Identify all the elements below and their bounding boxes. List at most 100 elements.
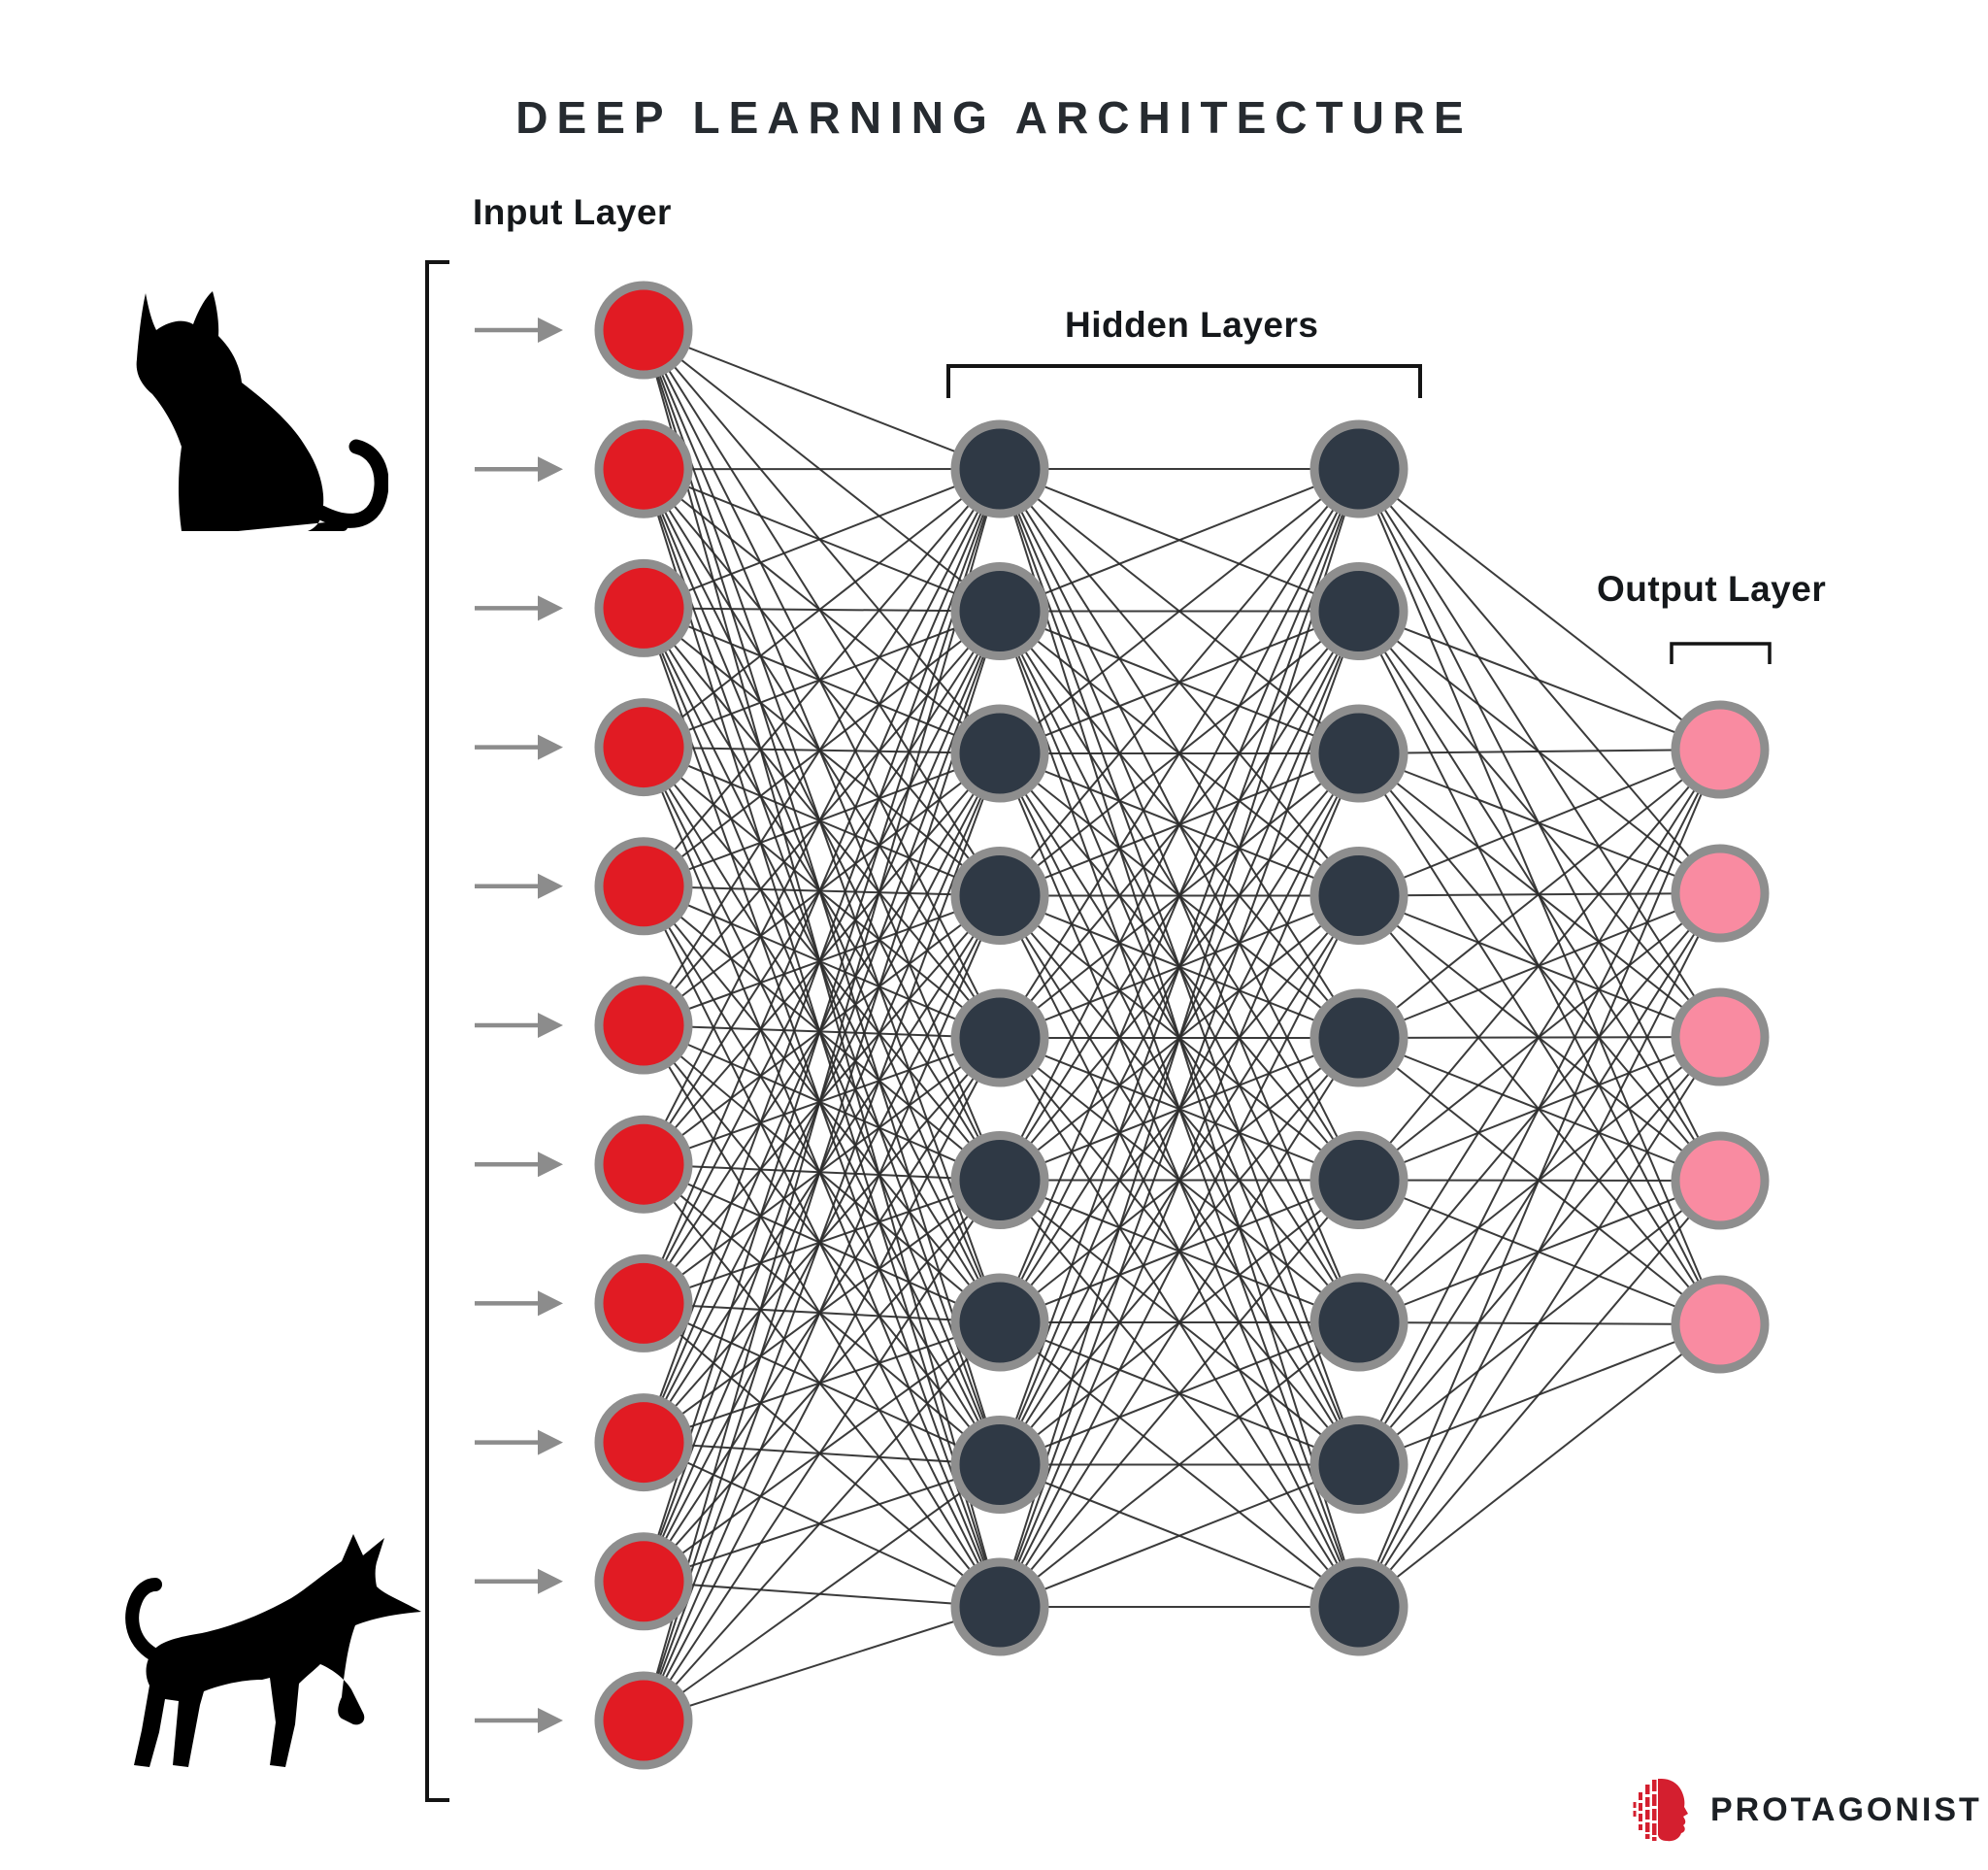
hidden-layer-1-node-9 bbox=[950, 1557, 1049, 1656]
connection-line bbox=[643, 468, 1001, 1583]
connection-line bbox=[643, 1179, 1001, 1721]
arrow-head bbox=[538, 1708, 563, 1733]
connection-line bbox=[643, 468, 1001, 1304]
connection-line bbox=[999, 468, 1360, 1608]
hidden-layer-2 bbox=[1309, 419, 1408, 1656]
arrow-head bbox=[538, 1429, 563, 1455]
hidden-layers-bracket bbox=[946, 364, 1422, 398]
connection-line bbox=[643, 1463, 1001, 1721]
connection-line bbox=[643, 746, 1001, 1182]
connection-line bbox=[1358, 749, 1721, 1608]
input-span-bracket bbox=[425, 260, 449, 1802]
connection-line bbox=[643, 607, 1001, 897]
connection-line bbox=[1358, 1323, 1721, 1608]
connection-line bbox=[1358, 1180, 1721, 1608]
connection-line bbox=[643, 895, 1001, 1721]
connection-line bbox=[643, 1606, 1001, 1721]
connection-line bbox=[1358, 749, 1721, 1039]
connection-line bbox=[643, 468, 1001, 754]
output-layer-label: Output Layer bbox=[1597, 569, 1827, 609]
connection-line bbox=[643, 752, 1001, 1721]
page-title: DEEP LEARNING ARCHITECTURE bbox=[515, 92, 1473, 143]
connection-line bbox=[1358, 749, 1721, 897]
hidden-layer-2-node-8 bbox=[1309, 1416, 1408, 1514]
logo-bars bbox=[1633, 1780, 1657, 1841]
arrow-head bbox=[538, 873, 563, 899]
connection-line bbox=[999, 1321, 1360, 1608]
connection-line bbox=[643, 885, 1001, 1608]
input-layer-node-5 bbox=[594, 837, 693, 936]
hidden-layers-label: Hidden Layers bbox=[1065, 305, 1319, 345]
hidden-layer-1-node-8 bbox=[950, 1416, 1049, 1514]
input-layer-node-7 bbox=[594, 1115, 693, 1214]
arrow-head bbox=[538, 1568, 563, 1594]
connection-line bbox=[643, 607, 1001, 1039]
arrow-head bbox=[538, 456, 563, 483]
hidden-layer-1-node-2 bbox=[950, 562, 1049, 660]
output-layer-node-2 bbox=[1671, 844, 1770, 943]
connection-line bbox=[643, 607, 1001, 1182]
connection-line bbox=[999, 895, 1360, 1608]
connection-line bbox=[999, 468, 1360, 1039]
connection-line bbox=[643, 468, 1001, 613]
input-arrow-7 bbox=[475, 1152, 563, 1178]
connection-line bbox=[643, 468, 1001, 1026]
input-arrows bbox=[475, 317, 563, 1733]
input-arrow-5 bbox=[475, 873, 563, 899]
hidden-layer-2-node-2 bbox=[1309, 562, 1408, 660]
connection-line bbox=[643, 329, 1001, 470]
arrow-head bbox=[538, 1152, 563, 1178]
connection-line bbox=[643, 1024, 1001, 1608]
connection-line bbox=[999, 468, 1360, 1465]
connection-line bbox=[643, 468, 1001, 887]
connection-line bbox=[999, 468, 1360, 1181]
connection-line bbox=[643, 1580, 1001, 1608]
connection-line bbox=[999, 1037, 1360, 1608]
connection-line bbox=[1358, 749, 1721, 1323]
connection-line bbox=[999, 468, 1360, 897]
output-layer-bracket bbox=[1670, 642, 1772, 664]
connection-line bbox=[643, 468, 1001, 749]
connection-line bbox=[643, 1302, 1001, 1608]
connection-line bbox=[643, 1024, 1001, 1466]
input-layer-node-10 bbox=[594, 1532, 693, 1631]
dog-tail bbox=[125, 1578, 162, 1661]
output-layer-node-1 bbox=[1671, 700, 1770, 799]
connection-line bbox=[643, 468, 1001, 1721]
brand-name: PROTAGONIST bbox=[1710, 1790, 1982, 1828]
hidden-layer-1-node-1 bbox=[950, 419, 1049, 518]
input-arrow-10 bbox=[475, 1568, 563, 1594]
logo-face-profile bbox=[1658, 1779, 1688, 1842]
hidden-layer-2-node-3 bbox=[1309, 704, 1408, 803]
input-arrow-1 bbox=[475, 317, 563, 343]
input-layer-node-2 bbox=[594, 419, 693, 518]
connection-line bbox=[643, 1024, 1001, 1182]
connection-line bbox=[999, 468, 1360, 613]
connection-line bbox=[643, 1163, 1001, 1182]
connection-line bbox=[999, 611, 1360, 1608]
connection-line bbox=[643, 1321, 1001, 1721]
connection-line bbox=[643, 468, 1001, 1443]
hidden-layer-2-node-4 bbox=[1309, 847, 1408, 945]
connection-line bbox=[999, 468, 1360, 1323]
connection-line bbox=[999, 1179, 1360, 1608]
hidden-layer-2-node-5 bbox=[1309, 988, 1408, 1087]
dog-silhouette bbox=[125, 1534, 421, 1767]
input-arrow-2 bbox=[475, 456, 563, 483]
connection-line bbox=[999, 468, 1360, 754]
arrow-head bbox=[538, 1013, 563, 1038]
connection-line bbox=[643, 885, 1001, 1323]
input-arrow-3 bbox=[475, 595, 563, 621]
connection-line bbox=[643, 1163, 1001, 1466]
connection-line bbox=[643, 746, 1001, 897]
input-layer bbox=[594, 281, 693, 1770]
connection-line bbox=[643, 1163, 1001, 1608]
input-arrow-6 bbox=[475, 1013, 563, 1038]
hidden-layer-1 bbox=[950, 419, 1049, 1656]
input-layer-node-4 bbox=[594, 698, 693, 797]
connection-line bbox=[643, 607, 1001, 1323]
connection-line bbox=[643, 747, 1001, 1465]
hidden-layer-1-node-4 bbox=[950, 847, 1049, 945]
